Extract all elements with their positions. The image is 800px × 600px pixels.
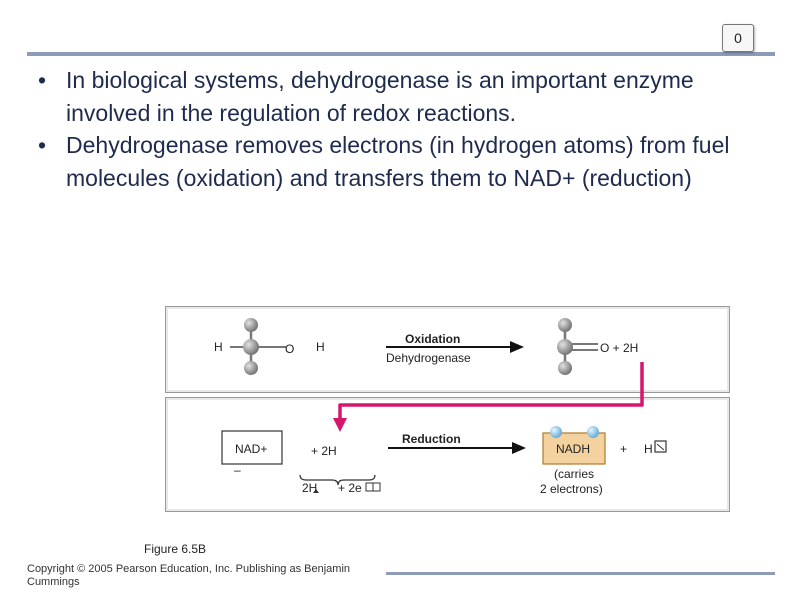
copyright-line: Cummings [27, 576, 80, 588]
bullet-text: In biological systems, dehydrogenase is … [66, 67, 694, 126]
hydrogen-transfer-arrow [338, 362, 644, 420]
oxidation-label: Oxidation [405, 332, 461, 346]
copyright-line: Copyright © 2005 Pearson Education, Inc.… [27, 563, 351, 575]
reduction-label: Reduction [402, 432, 461, 446]
carries-label-line1: (carries [554, 467, 595, 481]
h-ion-label: H [644, 442, 653, 456]
minus-label: – [234, 463, 241, 477]
plus-label: + [620, 442, 628, 456]
oxidized-molecule-icon [557, 318, 598, 375]
footer-rule [386, 572, 775, 575]
copyright-notice: Copyright © 2005 Pearson Education, Inc.… [27, 563, 350, 589]
bullet-item: • Dehydrogenase removes electrons (in hy… [34, 129, 774, 194]
nadh-box [542, 432, 606, 465]
bullet-item: • In biological systems, dehydrogenase i… [34, 64, 774, 129]
nad-label: NAD+ [235, 442, 268, 456]
plus-2e-label: + 2e [338, 481, 362, 495]
plus-2h-label: + 2H [311, 444, 337, 458]
h-left-label: H [214, 340, 223, 354]
electron-glyph-icon [372, 482, 381, 492]
bullet-text: Dehydrogenase removes electrons (in hydr… [66, 132, 730, 191]
nad-box [221, 430, 283, 465]
arrowhead-icon [313, 489, 319, 493]
fuel-molecule-icon [230, 318, 286, 375]
bullet-list: • In biological systems, dehydrogenase i… [34, 64, 774, 194]
carries-label-line2: 2 electrons) [540, 482, 603, 496]
bullet-symbol: • [38, 132, 47, 158]
oxidation-panel [165, 306, 730, 393]
two-h-label: 2H [302, 481, 318, 495]
o-left-label: O [285, 342, 295, 356]
electron-icon [587, 426, 599, 438]
slide-number-badge: 0 [722, 24, 754, 52]
figure-label: Figure 6.5B [144, 542, 207, 556]
dehydrogenase-label: Dehydrogenase [386, 351, 471, 365]
electron-icon [550, 426, 562, 438]
title-rule [27, 52, 775, 56]
brace-icon [299, 474, 376, 486]
positive-charge-icon [654, 440, 667, 453]
bullet-symbol: • [38, 67, 47, 93]
h-right-label: H [316, 340, 325, 354]
oxidation-product-label: O + 2H [600, 341, 639, 355]
nadh-label: NADH [556, 442, 591, 456]
electron-glyph-icon [365, 482, 374, 492]
